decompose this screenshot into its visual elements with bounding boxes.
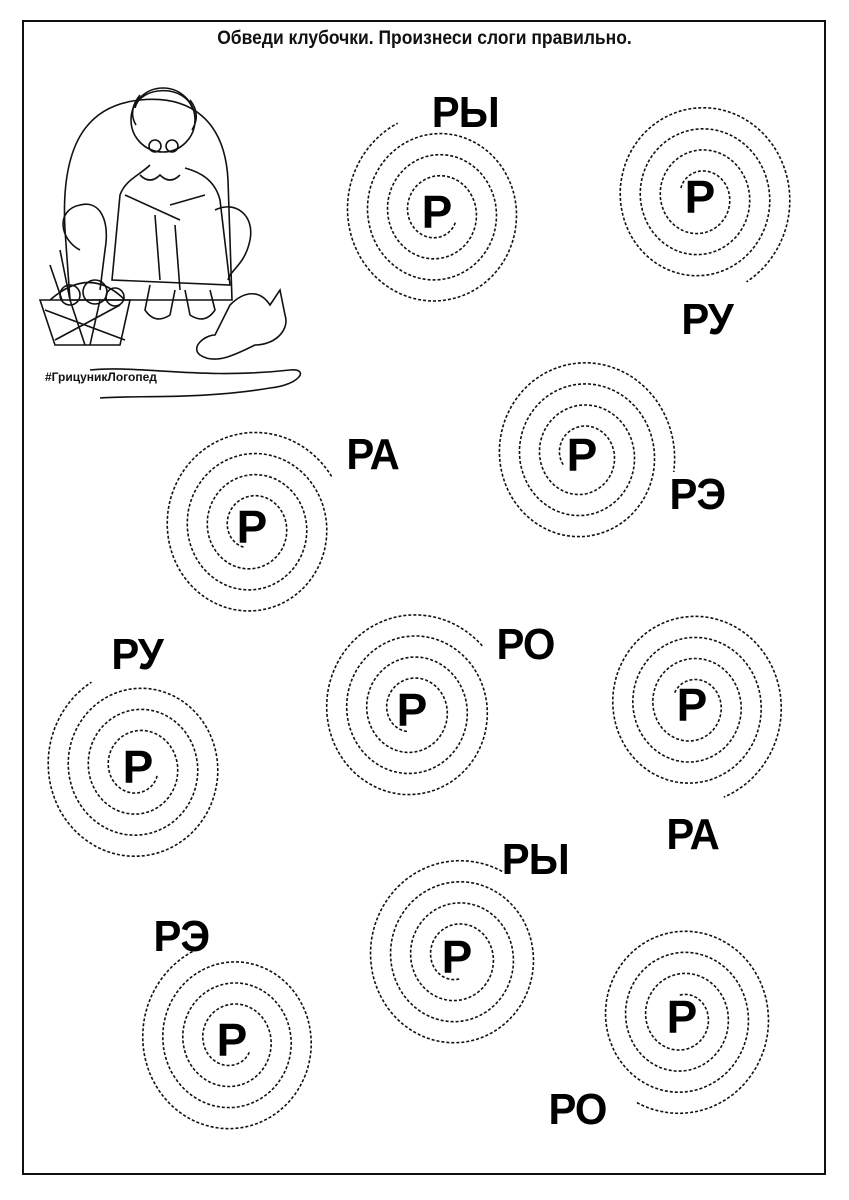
syllable-label: РА <box>666 810 719 859</box>
spiral-center-letter: Р <box>396 684 428 736</box>
dotted-spiral-trace[interactable] <box>47 681 219 857</box>
page-border <box>22 20 826 1175</box>
dotted-spiral-trace[interactable] <box>498 361 676 538</box>
spiral-center-letter: Р <box>122 741 154 793</box>
grandmother-knitting-illustration <box>38 87 302 399</box>
dotted-spiral-trace[interactable] <box>619 107 791 283</box>
dotted-spiral-trace[interactable] <box>346 122 518 302</box>
syllable-label: РЫ <box>431 88 500 137</box>
syllable-label: РА <box>346 430 399 479</box>
dotted-spiral-trace[interactable] <box>141 947 312 1130</box>
author-hashtag: #ГрицуникЛогопед <box>45 370 157 384</box>
spiral-center-letter: Р <box>676 679 708 731</box>
syllable-label: РО <box>496 620 556 669</box>
spiral-center-letter: Р <box>666 991 698 1043</box>
spiral-center-letter: Р <box>236 501 268 553</box>
syllable-label: РУ <box>681 295 733 344</box>
syllable-label: РЭ <box>669 470 726 519</box>
syllable-label: РЫ <box>501 835 570 884</box>
spiral-center-letter: Р <box>566 429 598 481</box>
spiral-center-letter: Р <box>441 931 473 983</box>
worksheet-title: Обведи клубочки. Произнеси слоги правиль… <box>217 28 632 49</box>
spiral-center-letter: Р <box>216 1014 248 1066</box>
spiral-center-letter: Р <box>421 186 453 238</box>
spiral-center-letter: Р <box>684 171 716 223</box>
syllable-label: РЭ <box>153 912 210 961</box>
dotted-spiral-trace[interactable] <box>612 615 783 798</box>
syllable-label: РУ <box>111 630 163 679</box>
syllable-label: РО <box>548 1085 608 1134</box>
